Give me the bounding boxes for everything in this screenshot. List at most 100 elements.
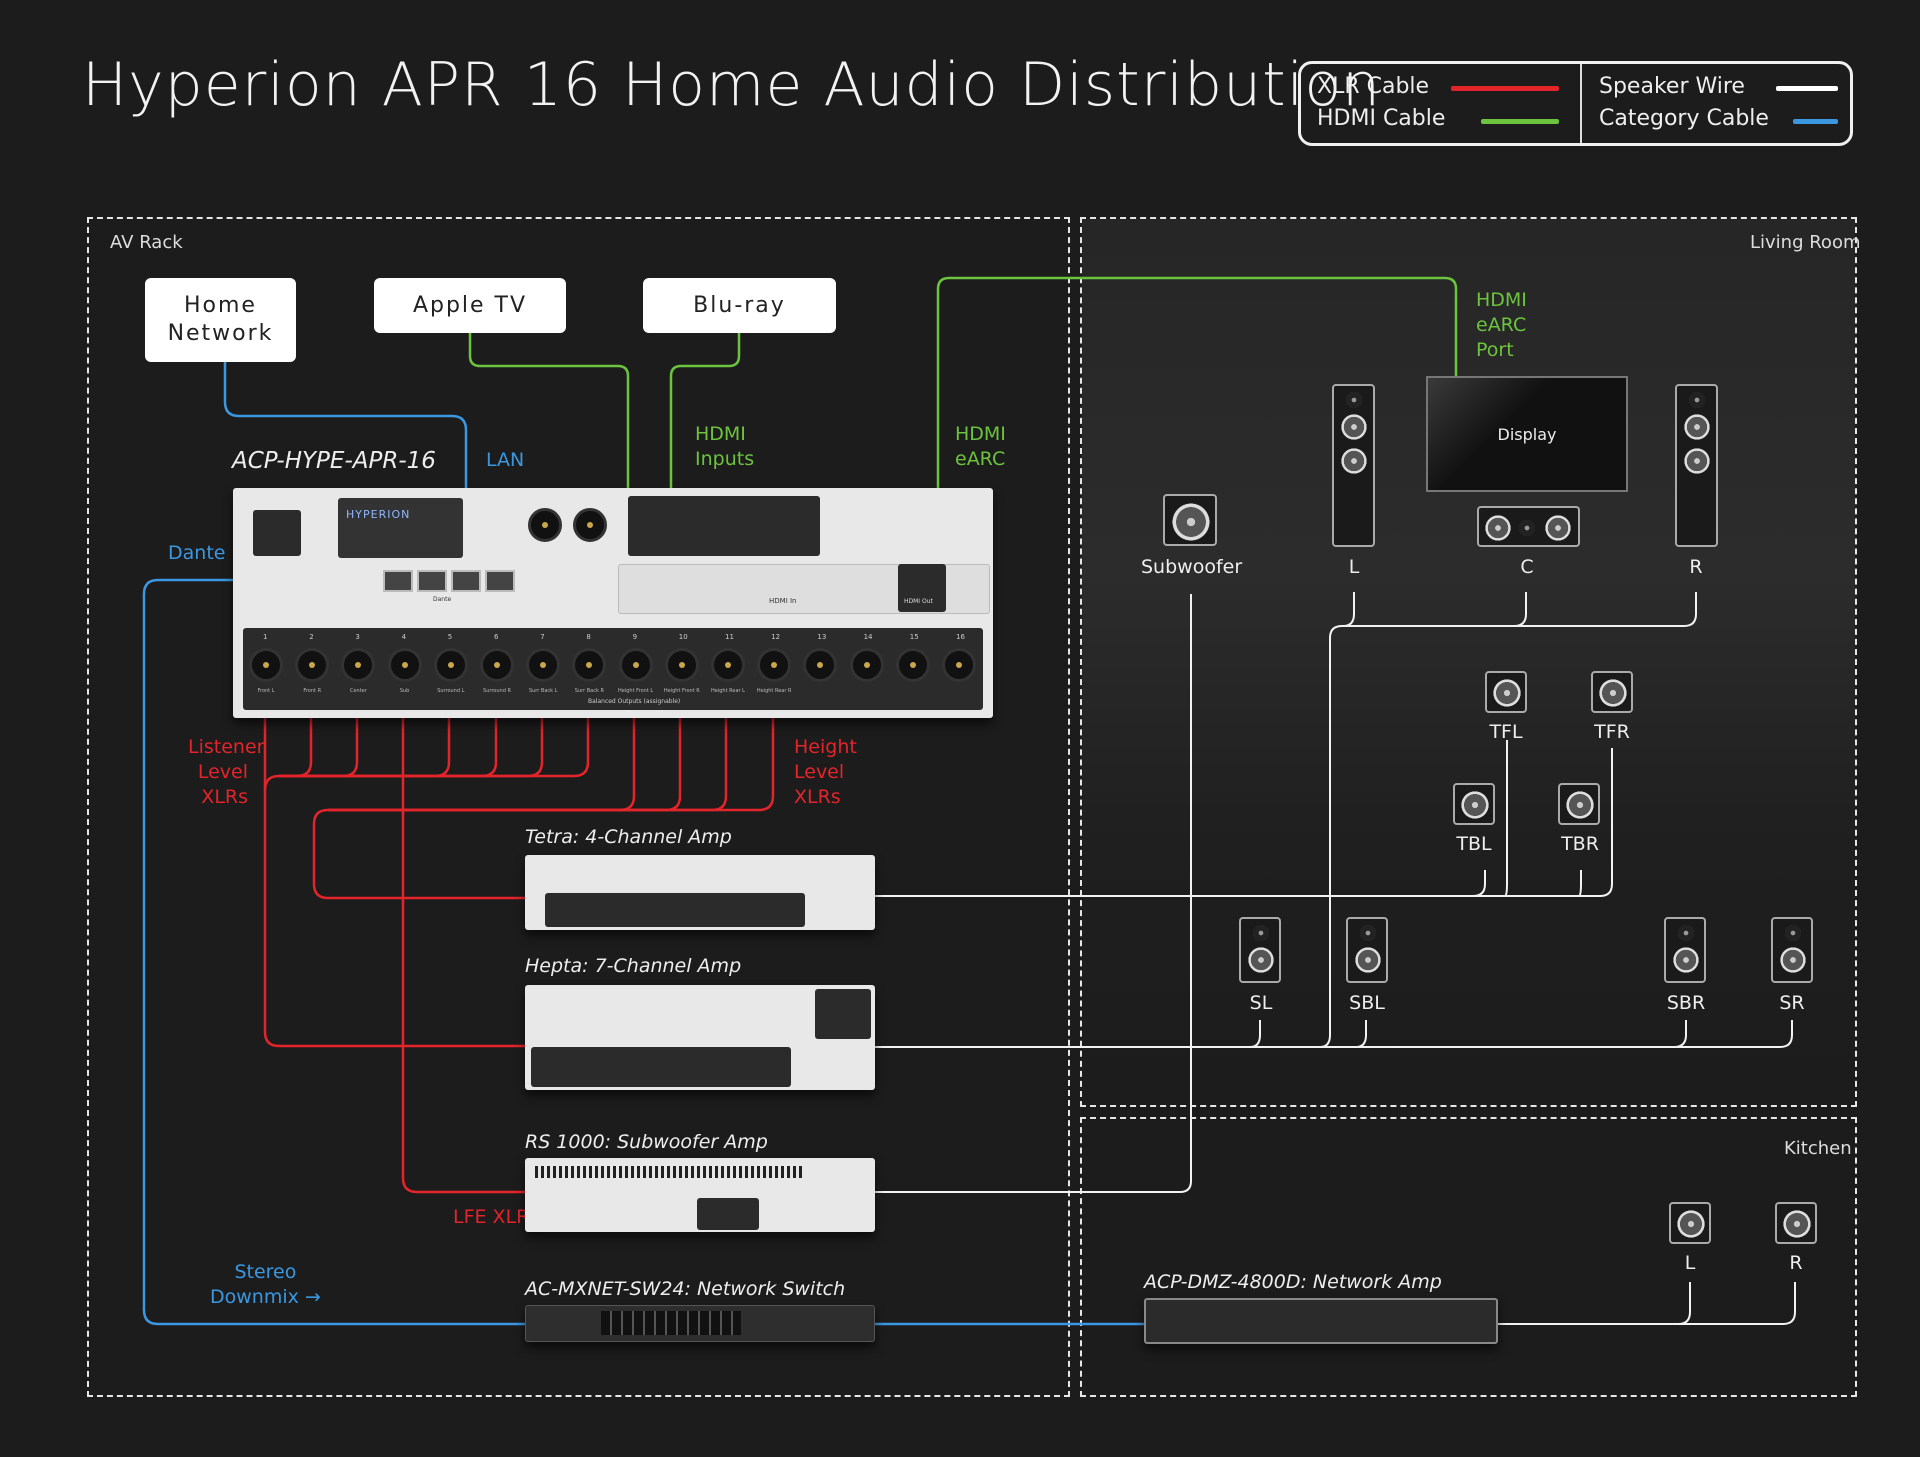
source-bluray: Blu-ray [643, 278, 836, 333]
rs1000-terminals [697, 1198, 759, 1230]
zone-kitchen-label: Kitchen [1784, 1138, 1852, 1159]
speaker-kitchen-r-icon [1775, 1202, 1817, 1244]
xlr-output-number: 2 [309, 633, 314, 641]
xlr-output-name: Front L [257, 688, 275, 694]
xlr-output-name: Front R [303, 688, 322, 694]
power-inlet [253, 510, 301, 556]
xlr-output-connector [433, 648, 468, 682]
height-line3: XLRs [794, 786, 841, 808]
lfe-xlr-annotation: LFE XLR [453, 1206, 530, 1228]
lan-cable [223, 362, 468, 566]
xlr-output-number: 7 [540, 633, 545, 641]
stereo-downmix-annotation: Stereo Downmix → [210, 1260, 321, 1310]
speaker-subwoofer-label: Subwoofer [1141, 556, 1243, 578]
hepta-badge [815, 989, 871, 1039]
legend-category-swatch [1793, 119, 1838, 124]
speaker-sl-label: SL [1249, 992, 1273, 1014]
display: Display [1426, 376, 1628, 492]
legend-category-label: Category Cable [1599, 106, 1769, 131]
hepta-label: Hepta: 7-Channel Amp [525, 955, 742, 977]
device-rs1000 [525, 1158, 875, 1232]
source-apple-tv: Apple TV [374, 278, 566, 333]
zone-av-rack [87, 217, 1070, 1397]
xlr-output-number: 15 [909, 633, 919, 641]
device-tetra [525, 855, 875, 930]
driver-icon [1355, 947, 1381, 973]
hdmi-inputs-line1: HDMI [695, 423, 746, 445]
xlr-output-number: 16 [956, 633, 965, 641]
xlr-output-connector [849, 648, 884, 682]
analog-xlr-in-r [573, 508, 607, 542]
listener-line1: Listener [188, 736, 265, 758]
xlr-output-connector [942, 648, 976, 682]
legend-speaker-label: Speaker Wire [1599, 74, 1745, 99]
hdmi-earc-line1: HDMI [955, 423, 1006, 445]
speaker-tfr-icon [1591, 671, 1633, 713]
height-line1: Height [794, 736, 857, 758]
home-network-line2: Network [167, 321, 274, 346]
analog-xlr-in-l [528, 508, 562, 542]
speaker-c-icon [1477, 506, 1580, 547]
balanced-outputs-label: Balanced Outputs (assignable) [588, 698, 681, 705]
xlr-output-connector [480, 648, 514, 682]
xlr-output-connector [711, 648, 745, 682]
tetra-speaker-terminals [545, 893, 805, 927]
tweeter-icon [1689, 392, 1705, 408]
speaker-l-icon [1332, 384, 1375, 547]
xlr-output-name: Height Front R [663, 688, 700, 694]
speaker-l-label: L [1348, 556, 1360, 578]
brand-text: HYPERION [346, 508, 411, 521]
legend: XLR Cable HDMI Cable Speaker Wire Catego… [1298, 61, 1853, 146]
lan-annotation: LAN [486, 449, 525, 471]
height-level-annotation: Height Level XLRs [794, 735, 857, 810]
driver-icon [1780, 947, 1806, 973]
tetra-label: Tetra: 4-Channel Amp [525, 826, 732, 848]
speaker-wire-hepta [875, 1020, 1793, 1048]
tweeter-icon [1253, 925, 1269, 941]
dmz-label: ACP-DMZ-4800D: Network Amp [1144, 1271, 1442, 1293]
speaker-sr-label: SR [1779, 992, 1805, 1014]
tweeter-icon [1678, 925, 1694, 941]
speaker-tbr-label: TBR [1561, 833, 1599, 855]
tweeter-icon [1519, 520, 1535, 536]
driver-icon [1599, 679, 1627, 707]
driver-icon [1461, 791, 1489, 819]
xlr-output-name: Height Front L [618, 688, 654, 694]
height-line2: Level [794, 761, 845, 783]
switch-ports [601, 1311, 741, 1335]
xlr-lfe-cable [401, 680, 525, 1194]
xlr-height-cables [312, 680, 775, 900]
hyperion-badge: HYPERION [338, 498, 463, 558]
xlr-output-connector [526, 648, 561, 682]
hdmi-inputs-line2: Inputs [695, 448, 755, 470]
zone-living-room [1080, 217, 1857, 1107]
speaker-subwoofer-icon [1163, 494, 1217, 546]
xlr-output-name: Surround L [437, 688, 465, 694]
hdmi-bluray-cable [669, 333, 741, 586]
xlr-output-connector [803, 648, 838, 682]
xlr-output-number: 6 [494, 633, 499, 641]
speaker-c-label: C [1520, 556, 1534, 578]
speaker-sbl-label: SBL [1349, 992, 1385, 1014]
hdmi-earc-port-annotation: HDMI eARC Port [1476, 288, 1527, 363]
driver-icon [1545, 515, 1571, 541]
driver-icon [1684, 414, 1710, 440]
xlr-output-name: Center [349, 688, 367, 694]
device-switch [525, 1305, 875, 1342]
legend-xlr-label: XLR Cable [1317, 74, 1430, 99]
listener-line2: Level [197, 761, 248, 783]
tweeter-icon [1346, 392, 1362, 408]
speaker-wire-kitchen [1494, 1282, 1796, 1325]
page-title: Hyperion APR 16 Home Audio Distribution [82, 50, 1382, 120]
speaker-kitchen-l-label: L [1684, 1252, 1696, 1274]
tweeter-icon [1785, 925, 1801, 941]
driver-icon [1485, 515, 1511, 541]
xlr-output-connector [895, 648, 930, 682]
processor-label: ACP-HYPE-APR-16 [232, 448, 436, 474]
xlr-output-number: 4 [401, 633, 407, 641]
dante-cable [142, 578, 1144, 1326]
speaker-tfl-label: TFL [1489, 721, 1523, 743]
xlr-output-name: Height Rear R [756, 688, 792, 694]
speaker-sbr-label: SBR [1666, 992, 1706, 1014]
